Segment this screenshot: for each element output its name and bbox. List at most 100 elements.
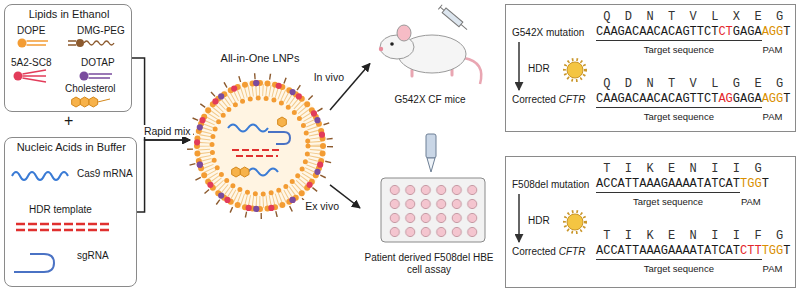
lnp-sphere [190,76,330,216]
node-text: ACCATTAAAGAAAATATCAT [596,177,740,191]
syringe-needle [438,5,469,32]
corrected-label: CorrectedCFTR [512,246,585,257]
node-text: GAGA [733,25,762,39]
corrected-label: CorrectedCFTR [512,94,585,105]
node-text: PAM [763,111,783,122]
lipid-head [76,39,84,47]
dna-sequence: ACCATTAAAGAAAATATCATTGGT [596,177,769,191]
edge-label-text: Rapid mix [142,125,193,137]
node-text: AGG [762,92,784,106]
panel-title: Lipids in Ethanol [29,8,110,20]
syringe [438,5,469,32]
node-text: PAM [741,196,761,207]
node-text: Nucleic Acids in Buffer [17,141,126,153]
node-text: T [762,177,769,191]
mouse-model: G542X CF mice [370,4,490,112]
particle-core [214,100,306,192]
node-text: Cas9 mRNA [77,168,133,179]
dna-sequence: CAAGACAACACAGTTCTCTGAGAAGGT [596,25,790,39]
node-text: ACCATTAAAGAAAATATCAT [596,244,740,258]
node-text: HDR [528,63,550,74]
edge-label: In vivo [312,71,346,83]
hdr-template-icon [16,224,110,230]
node-text: G542X CF mice [394,94,465,105]
target-underline [596,259,762,260]
plate [381,178,485,242]
virus-spikes [565,60,586,81]
node-text: AG [718,92,732,106]
dope-icon [18,39,49,48]
cell-assay: Patient derived F508del HBE cell assay [360,128,498,288]
lipid-name: 5A2-SC8 [11,57,52,68]
node-text: Cholesterol [65,83,116,94]
node-text: PAM [763,44,783,55]
mrna-cargo [228,125,268,132]
hdr-cargo [232,150,282,156]
lipid-name: Cholesterol [65,83,116,94]
node-text: Patient derived F508del HBE cell assay [365,252,494,275]
node-text: T I K E N I I F G [603,229,787,243]
pam-label: PAM [741,196,761,207]
lipid-heads [197,83,323,209]
node-text: DOPE [17,25,45,36]
lipid-tail [23,70,47,82]
sterol-ring [232,167,241,177]
node-text: TGG [762,244,784,258]
amino-acids: Q D N T V L X E G [596,10,787,24]
sterol-ring [240,167,249,177]
model-label: G542X CF mice [394,94,465,105]
node-text: HDR template [29,204,92,215]
sgrna-icon [14,254,54,272]
plus-sign: + [64,112,73,130]
node-text: CFTR [559,94,586,105]
g542x-panel: Q D N T V L X E GG542X mutationCAAGACAAC… [505,4,796,132]
well-plate-illustration [381,134,485,242]
node-text: CFTR [559,246,586,257]
hdr-label: HDR [528,215,550,226]
virus-icon [567,62,583,78]
sterol-ring [72,97,81,107]
amino-acids: T I K E N I I F G [596,229,787,243]
mouse-illustration [379,5,481,84]
node-text: HDR [528,215,550,226]
5a2-sc8-icon [14,70,47,82]
peg-chain [84,41,114,45]
node-text: Corrected [512,94,556,105]
lipid-panel: Lipids in EthanolDOPE DMG-PEG 5A2-SC8 DOTAP… [4,4,132,112]
node-text: CT [718,25,732,39]
node-text: DOTAP [81,57,115,68]
node-text: Q D N T V L X E G [603,10,787,24]
hdr-arrow [518,42,520,90]
dotap-icon [80,72,113,81]
node-text: DMG-PEG [77,25,125,36]
target-underline [596,40,762,41]
cargo-name: HDR template [29,204,92,215]
cargo-name: sgRNA [77,250,109,261]
panel-title: Nucleic Acids in Buffer [17,141,126,153]
lipid-tail [68,41,76,45]
node-text: Q D N T V L G E G [603,77,787,91]
lipid-head [14,72,23,81]
lipid-name: DOTAP [81,57,115,68]
pam-label: PAM [763,44,783,55]
amino-acids: T I K E N I I G [596,162,765,176]
node-text: Target sequence [644,44,714,55]
target-label: Target sequence [644,44,714,55]
lipid-name: DMG-PEG [77,25,125,36]
lipid-heads [197,83,323,209]
inner-heads [212,98,308,194]
mrna-cargo [248,169,278,176]
target-label: Target sequence [644,111,714,122]
node-text: T [783,92,790,106]
edge-label: Ex vivo [303,200,341,212]
node-text: Target sequence [633,196,703,207]
pam-label: PAM [763,111,783,122]
pipette-tip [427,158,435,172]
lipid-heads [197,83,323,209]
node-text: CAAGACAACACAGTTCT [596,92,718,106]
mutation-label: F508del mutation [512,179,589,190]
node-text: CTT [740,244,762,258]
target-underline [596,107,762,108]
